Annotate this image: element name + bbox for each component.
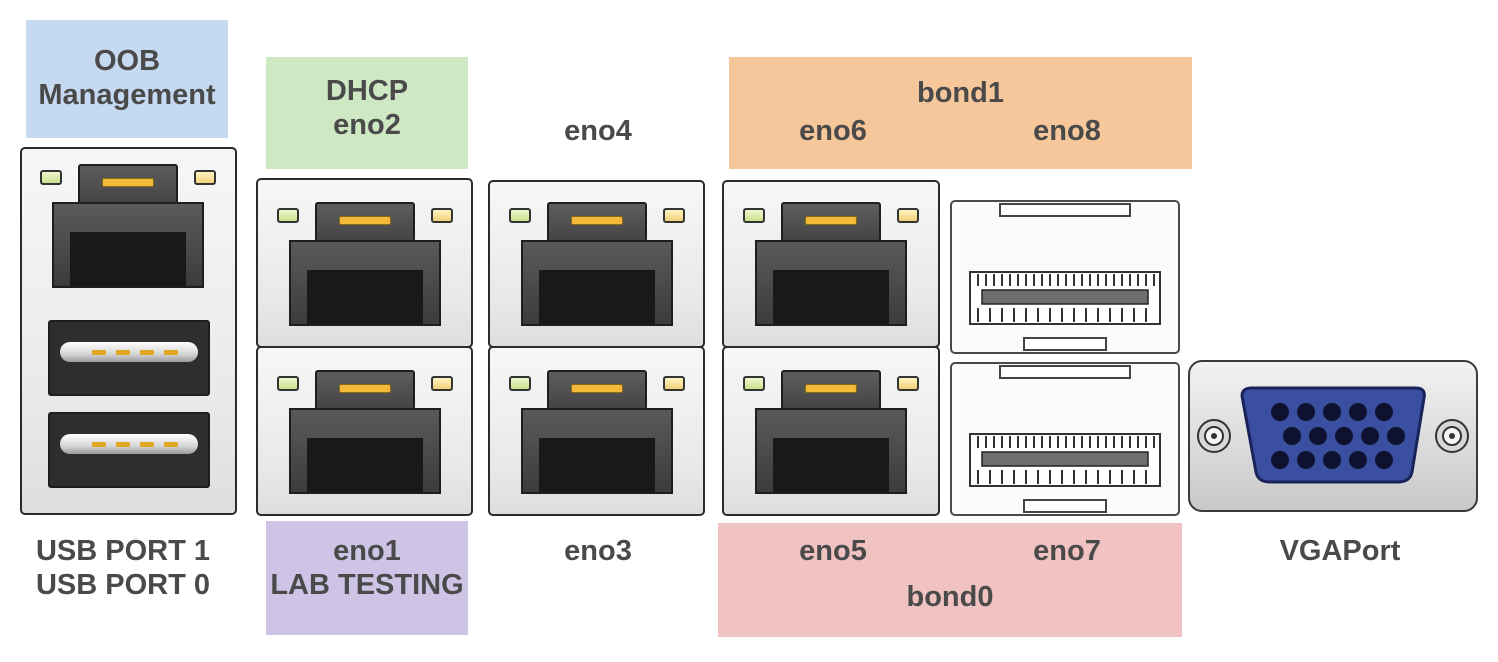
dhcp-label-line2: eno2 <box>333 109 401 142</box>
led-icon <box>194 170 216 185</box>
usb-pin <box>92 442 106 447</box>
usb-pin <box>116 442 130 447</box>
led-icon <box>662 208 685 223</box>
eno4-label: eno4 <box>564 115 632 147</box>
bond0-label: bond0 <box>906 581 994 613</box>
oob-label-box <box>26 20 228 138</box>
rj45-clip <box>805 384 857 393</box>
rj45-clip <box>102 178 154 187</box>
usb-port-1 <box>48 320 210 396</box>
eno8-sfp-port <box>950 200 1180 354</box>
usb-port-1-label: USB PORT 1 <box>35 535 211 567</box>
led-icon <box>897 208 919 223</box>
eno8-label: eno8 <box>1033 115 1101 147</box>
rj45-slot <box>70 232 186 286</box>
rj45-clip <box>338 384 391 393</box>
eno3-rj45-port <box>490 368 703 508</box>
oob-label: OOB Management <box>26 44 228 112</box>
eno5-rj45-port <box>724 368 938 508</box>
rj45-slot <box>538 438 655 492</box>
eno5-label: eno5 <box>799 535 867 567</box>
led-icon <box>430 208 453 223</box>
rj45-slot <box>538 270 655 324</box>
usb-port-0-label: USB PORT 0 <box>35 569 211 602</box>
led-icon <box>276 376 299 391</box>
rj45-clip <box>570 216 623 225</box>
lab-testing-label-box <box>266 521 468 635</box>
oob-rj45-port <box>22 162 234 302</box>
usb-pin <box>164 442 178 447</box>
eno6-rj45-port <box>724 200 938 340</box>
eno1-label: eno1 <box>333 535 401 567</box>
usb-label: USB PORT 1 USB PORT 0 <box>18 534 228 602</box>
eno2-rj45-port <box>258 200 471 340</box>
led-icon <box>430 376 453 391</box>
led-icon <box>743 376 765 391</box>
rj45-slot <box>773 270 889 324</box>
vga-port-icon <box>1197 386 1469 484</box>
usb-pin <box>140 442 154 447</box>
led-icon <box>276 208 299 223</box>
led-icon <box>508 208 531 223</box>
bond0-label-box <box>718 523 1182 637</box>
usb-pin <box>164 350 178 355</box>
eno3-label: eno3 <box>564 535 632 567</box>
lab-testing-label: LAB TESTING <box>270 569 464 602</box>
rj45-clip <box>570 384 623 393</box>
vga-port <box>1188 360 1478 512</box>
eno4-rj45-port <box>490 200 703 340</box>
oob-label-line2: Management <box>38 79 216 112</box>
dhcp-label: DHCP eno2 <box>266 74 468 142</box>
rj45-slot <box>773 438 889 492</box>
eno7-sfp-port <box>950 362 1180 516</box>
usb-port-0 <box>48 412 210 488</box>
led-icon <box>662 376 685 391</box>
sfp-port-icon <box>969 203 1161 351</box>
dhcp-label-line1: DHCP <box>325 75 409 107</box>
bond1-label: bond1 <box>917 77 1004 109</box>
eno1-lab-label: eno1 LAB TESTING <box>266 534 468 602</box>
eno1-rj45-port <box>258 368 471 508</box>
bond1-label-box <box>729 57 1192 169</box>
rj45-slot <box>306 270 423 324</box>
led-icon <box>40 170 62 185</box>
dhcp-label-box <box>266 57 468 169</box>
rj45-slot <box>306 438 423 492</box>
eno6-label: eno6 <box>799 115 867 147</box>
usb-pin <box>116 350 130 355</box>
rj45-clip <box>805 216 857 225</box>
led-icon <box>897 376 919 391</box>
usb-pin <box>140 350 154 355</box>
usb-pin <box>92 350 106 355</box>
oob-label-line1: OOB <box>93 45 161 77</box>
led-icon <box>508 376 531 391</box>
rj45-clip <box>338 216 391 225</box>
led-icon <box>743 208 765 223</box>
vga-label: VGAPort <box>1279 535 1401 567</box>
sfp-port-icon <box>969 365 1161 513</box>
eno7-label: eno7 <box>1033 535 1101 567</box>
